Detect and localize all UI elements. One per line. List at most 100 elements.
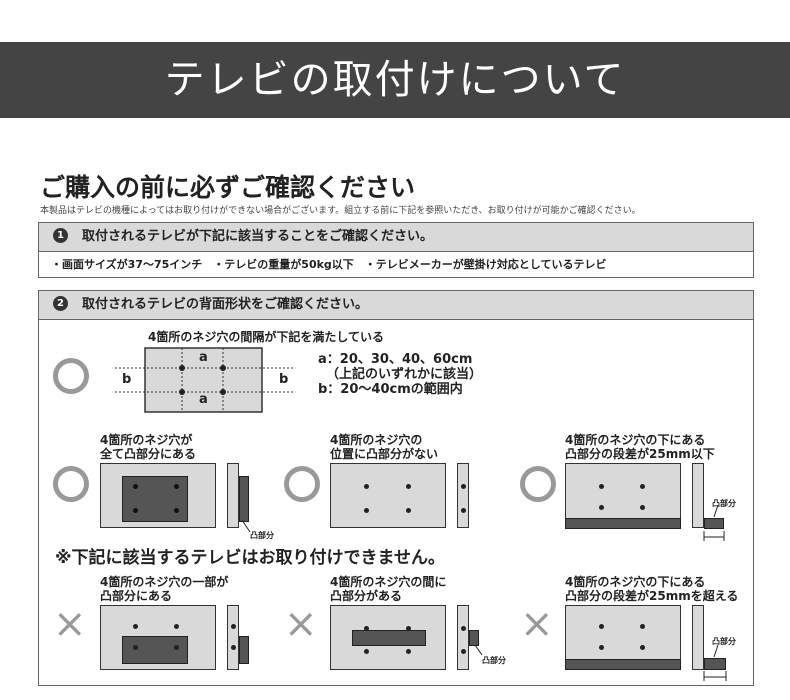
screw-hole — [640, 624, 645, 629]
hole-spacing-diagram — [115, 347, 295, 413]
tv-side-view — [227, 463, 239, 528]
requirements-header: 1 取付されるテレビが下記に該当することをご確認ください。 — [39, 223, 753, 252]
screw-hole — [174, 645, 179, 650]
caption-line: 凸部分にある — [100, 589, 173, 603]
screw-hole — [640, 645, 645, 650]
bump-area — [122, 636, 188, 664]
a-label: a — [199, 392, 208, 407]
b-label: b — [122, 372, 132, 387]
screw-hole — [406, 626, 411, 631]
caption-line: 4箇所のネジ穴の間に — [330, 575, 447, 589]
caption-line: 4箇所のネジ穴の下にある — [565, 575, 706, 589]
back-shape-header: 2 取付されるテレビの背面形状をご確認ください。 — [39, 291, 753, 320]
spec-b: b：20〜40cmの範囲内 — [318, 382, 463, 397]
measure-lines — [713, 505, 719, 518]
screw-hole — [364, 626, 369, 631]
side-bump — [239, 476, 249, 522]
step-dimension — [703, 531, 725, 541]
screw-hole — [406, 649, 411, 654]
screw-hole — [133, 508, 138, 513]
tv-side-view — [692, 605, 704, 670]
caption-line: 全て凸部分にある — [100, 447, 197, 461]
screw-hole — [599, 484, 604, 489]
ok-mark — [53, 466, 89, 502]
screw-hole — [179, 365, 185, 371]
screw-hole — [640, 484, 645, 489]
requirements-box: 1 取付されるテレビが下記に該当することをご確認ください。 ・画面サイズが37〜7… — [38, 222, 754, 278]
bump-bar — [352, 630, 426, 646]
spec-a: a：20、30、40、60cm — [318, 352, 473, 367]
screw-hole — [174, 484, 179, 489]
screw-hole — [364, 484, 369, 489]
screw-hole — [231, 645, 236, 650]
bump-label: 凸部分 — [712, 637, 736, 646]
tv-side-view — [457, 463, 469, 528]
tv-back-panel — [144, 347, 263, 413]
back-shape-header-text: 取付されるテレビの背面形状をご確認ください。 — [82, 297, 369, 312]
caption-line: 凸部分の段差が25mm以下 — [565, 447, 715, 461]
side-bump — [704, 518, 724, 529]
screw-hole — [640, 505, 645, 510]
ng-warning: ※下記に該当するテレビはお取り付けできません。 — [55, 548, 446, 568]
screw-hole — [461, 484, 466, 489]
bump-label: 凸部分 — [250, 531, 274, 540]
ok-caption-2: 4箇所のネジ穴の 位置に凸部分がない — [330, 433, 438, 461]
measure-lines — [713, 645, 719, 658]
bottom-bump — [565, 518, 681, 529]
screw-hole — [461, 626, 466, 631]
pointer-line — [241, 519, 251, 533]
screw-hole — [364, 649, 369, 654]
section-heading: ご購入の前に必ずご確認ください — [40, 173, 416, 202]
a-label: a — [199, 350, 208, 365]
caption-line: 4箇所のネジ穴の — [330, 433, 423, 447]
screw-hole — [406, 484, 411, 489]
bump-area — [122, 476, 188, 522]
screw-hole — [364, 508, 369, 513]
spec-a-note: （上記のいずれかに該当） — [326, 367, 483, 382]
spacing-specs: a：20、30、40、60cm （上記のいずれかに該当） b：20〜40cmの範… — [318, 352, 482, 397]
side-bump — [469, 630, 479, 646]
screw-hole — [220, 389, 226, 395]
side-bump — [704, 658, 726, 670]
caption-line: 4箇所のネジ穴の下にある — [565, 433, 706, 447]
requirements-header-text: 取付されるテレビが下記に該当することをご確認ください。 — [82, 229, 434, 244]
caption-line: 位置に凸部分がない — [330, 447, 439, 461]
caption-line: 4箇所のネジ穴の一部が — [100, 575, 229, 589]
tv-side-view — [457, 605, 469, 670]
ok-mark: ○ — [53, 358, 89, 394]
ok-caption-1: 4箇所のネジ穴が 全て凸部分にある — [100, 433, 196, 461]
requirements-conditions: ・画面サイズが37〜75インチ ・テレビの重量が50kg以下 ・テレビメーカーが… — [51, 258, 607, 271]
tv-back-panel — [565, 463, 681, 528]
screw-hole — [174, 624, 179, 629]
caption-line: 4箇所のネジ穴が — [100, 433, 193, 447]
ng-mark: × — [520, 601, 554, 647]
screw-hole — [599, 645, 604, 650]
ng-caption-1: 4箇所のネジ穴の一部が 凸部分にある — [100, 575, 228, 603]
number-badge: 2 — [53, 296, 68, 311]
screw-hole — [231, 624, 236, 629]
b-label: b — [279, 372, 289, 387]
caption-line: 凸部分がある — [330, 589, 403, 603]
bottom-bump — [565, 659, 681, 670]
screw-hole — [133, 624, 138, 629]
step-dimension — [703, 671, 727, 681]
ng-mark: × — [284, 601, 318, 647]
title-banner: テレビの取付けについて — [0, 42, 790, 118]
screw-hole — [133, 484, 138, 489]
caption-line: 凸部分の段差が25mmを超える — [565, 589, 739, 603]
ng-caption-2: 4箇所のネジ穴の間に 凸部分がある — [330, 575, 446, 603]
tv-side-view — [692, 463, 704, 528]
side-bump — [239, 636, 249, 664]
screw-hole — [599, 624, 604, 629]
screw-hole — [174, 508, 179, 513]
number-badge: 1 — [53, 228, 68, 243]
screw-hole — [133, 645, 138, 650]
ok-caption-3: 4箇所のネジ穴の下にある 凸部分の段差が25mm以下 — [565, 433, 715, 461]
pointer-line — [474, 644, 483, 656]
screw-hole — [461, 649, 466, 654]
section-note: 本製品はテレビの機種によってはお取り付けができない場合がございます。組立する前に… — [40, 206, 641, 216]
screw-hole — [599, 505, 604, 510]
tv-back-panel — [330, 463, 446, 528]
screw-hole — [220, 365, 226, 371]
spacing-caption: 4箇所のネジ穴の間隔が下記を満たしている — [148, 330, 384, 344]
